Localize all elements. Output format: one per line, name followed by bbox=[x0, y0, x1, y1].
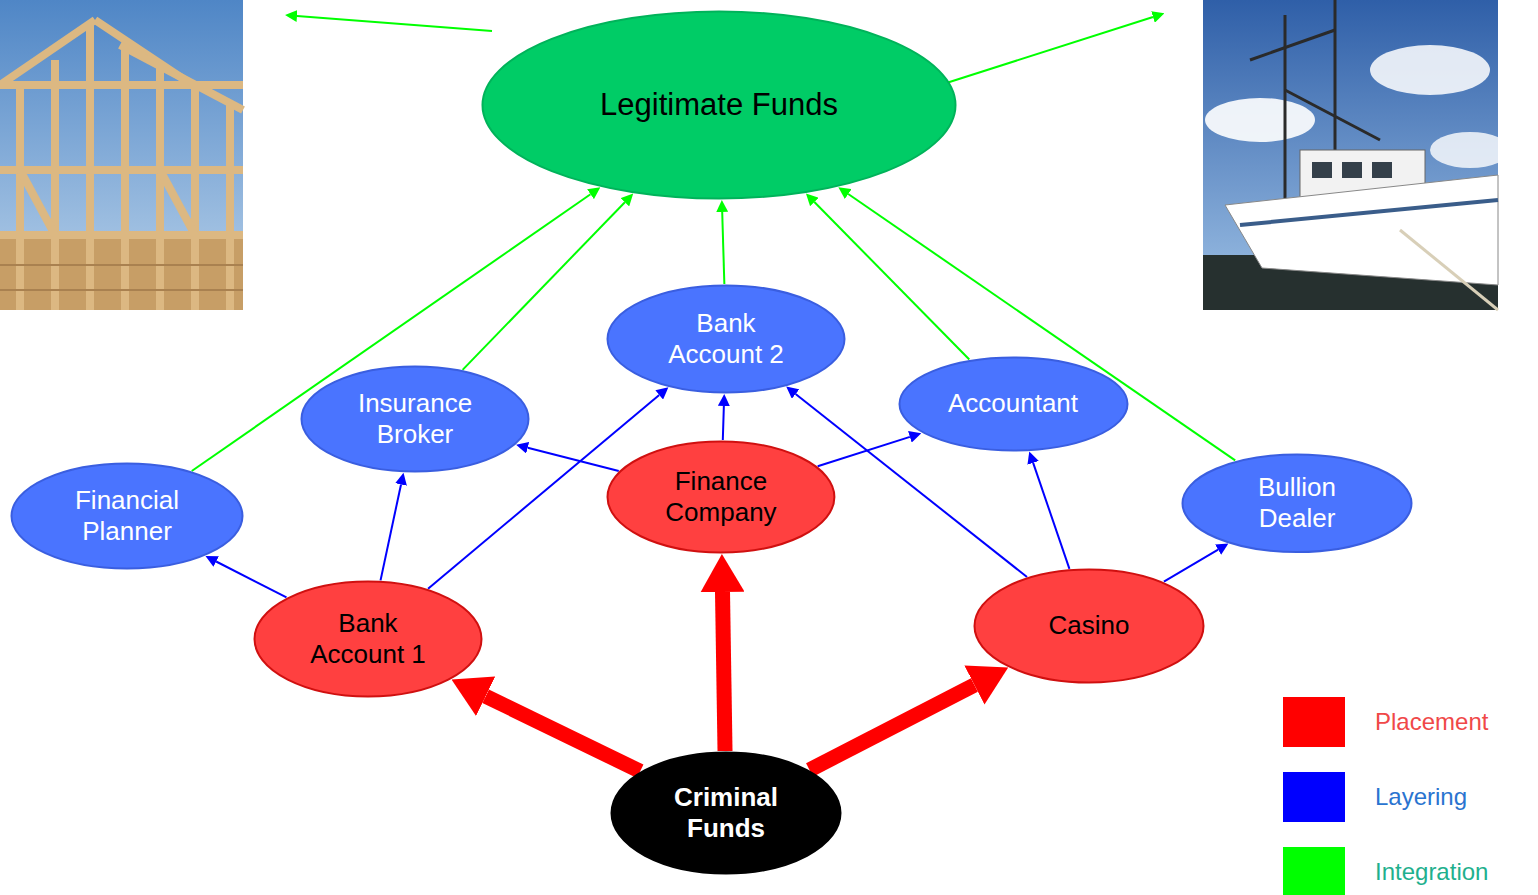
layering-arrow bbox=[528, 448, 619, 471]
ellipse-shape bbox=[608, 442, 835, 553]
layering-arrow bbox=[216, 562, 286, 598]
layering-ellipse: Insurance Broker bbox=[300, 365, 530, 473]
ellipse-shape bbox=[608, 286, 845, 393]
placement-ellipse: Casino bbox=[973, 568, 1205, 684]
ellipse-shape bbox=[899, 358, 1127, 451]
legend-label: Integration bbox=[1375, 858, 1488, 887]
layering-arrow bbox=[818, 437, 910, 466]
layering-ellipse: Bullion Dealer bbox=[1181, 453, 1413, 554]
placement-ellipse: Bank Account 1 bbox=[253, 580, 483, 698]
node-text: Bank Account 2 bbox=[654, 308, 799, 370]
node-label: Bank Account 2 bbox=[654, 308, 799, 370]
node-text: Financial Planner bbox=[55, 485, 200, 547]
ellipse-shape bbox=[12, 464, 243, 569]
node-label: Finance Company bbox=[648, 466, 793, 528]
ellipse-shape bbox=[612, 753, 841, 874]
boat-photo bbox=[1203, 0, 1510, 310]
integration-ellipse: Legitimate Funds bbox=[481, 10, 957, 200]
legend-swatch bbox=[1283, 847, 1345, 895]
node-label: Legitimate Funds bbox=[600, 86, 838, 123]
node-label: Accountant bbox=[948, 388, 1078, 419]
source-ellipse: Criminal Funds bbox=[610, 751, 842, 875]
node-label: Casino bbox=[1049, 610, 1130, 641]
integration-arrow bbox=[192, 194, 591, 471]
node-text: Accountant bbox=[948, 388, 1078, 419]
ellipse-shape bbox=[1183, 454, 1412, 552]
node-text: Criminal Funds bbox=[654, 782, 799, 844]
node-text: Finance Company bbox=[648, 466, 793, 528]
node-text: Legitimate Funds bbox=[600, 86, 838, 123]
legend-label: Placement bbox=[1375, 708, 1488, 737]
ellipse-shape bbox=[302, 367, 529, 472]
layering-ellipse: Accountant bbox=[898, 356, 1129, 452]
ellipse-shape bbox=[483, 12, 956, 199]
ellipse-shape bbox=[975, 570, 1204, 683]
placement-arrow bbox=[486, 696, 641, 771]
legend-swatch bbox=[1283, 772, 1345, 822]
layering-arrow bbox=[723, 406, 724, 440]
integration-arrow bbox=[722, 212, 724, 284]
node-label: Financial Planner bbox=[55, 485, 200, 547]
connector-layer bbox=[192, 194, 1235, 771]
node-text: Bullion Dealer bbox=[1225, 472, 1370, 534]
node-label: Criminal Funds bbox=[654, 782, 799, 844]
node-text: Insurance Broker bbox=[343, 388, 488, 450]
node-text: Casino bbox=[1049, 610, 1130, 641]
placement-ellipse: Finance Company bbox=[606, 440, 836, 554]
legend-swatch bbox=[1283, 697, 1345, 747]
ellipse-shape bbox=[255, 582, 482, 697]
layering-ellipse: Financial Planner bbox=[10, 462, 244, 570]
node-label: Insurance Broker bbox=[343, 388, 488, 450]
house-frame-photo bbox=[0, 0, 243, 310]
integration-arrow bbox=[848, 194, 1235, 460]
layering-arrow bbox=[1033, 463, 1069, 569]
node-label: Bullion Dealer bbox=[1225, 472, 1370, 534]
placement-arrow bbox=[810, 685, 975, 770]
legend-label: Layering bbox=[1375, 783, 1467, 812]
node-text: Bank Account 1 bbox=[296, 608, 441, 670]
integration-arrow bbox=[463, 202, 625, 370]
layering-ellipse: Bank Account 2 bbox=[606, 284, 846, 394]
layering-arrow bbox=[1164, 550, 1218, 582]
placement-arrow bbox=[722, 592, 725, 751]
node-label: Bank Account 1 bbox=[296, 608, 441, 670]
layering-arrow bbox=[381, 484, 401, 580]
